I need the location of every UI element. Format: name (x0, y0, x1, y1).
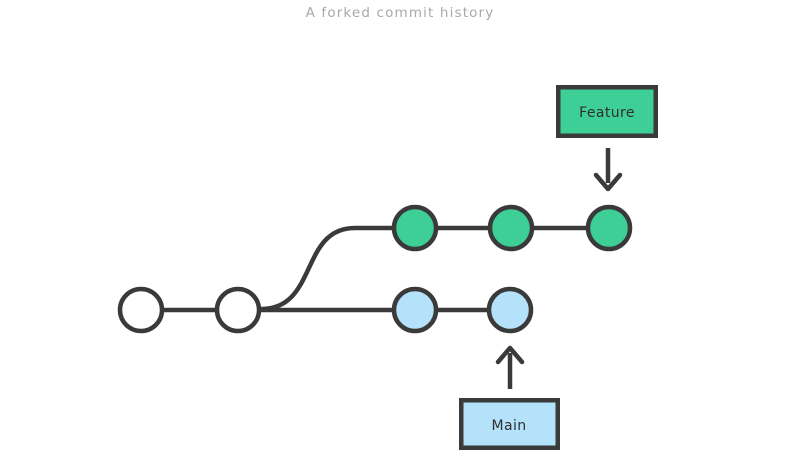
feature-label-box[interactable] (556, 85, 658, 138)
main-branch-commits (117, 286, 534, 334)
commit-node-main-2[interactable] (486, 286, 534, 334)
main-label-text: Main (491, 418, 526, 434)
main-label-box[interactable] (459, 398, 560, 450)
feature-label-text: Feature (579, 105, 635, 121)
commit-node-main-1[interactable] (391, 286, 439, 334)
main-pointer-arrow-icon (495, 345, 525, 389)
edge-group (160, 225, 590, 313)
edge-fork-curve (259, 225, 399, 312)
main-label-group[interactable]: Main (459, 398, 560, 450)
feature-pointer-arrow-icon (593, 148, 623, 192)
feature-branch-commits (391, 204, 633, 252)
commit-node-feature-1[interactable] (391, 204, 439, 252)
commit-node-base-1[interactable] (117, 286, 165, 334)
commit-node-feature-3[interactable] (585, 204, 633, 252)
commit-node-feature-2[interactable] (487, 204, 535, 252)
diagram-title: A forked commit history (305, 5, 495, 21)
feature-label-group[interactable]: Feature (556, 85, 658, 138)
commit-node-base-2[interactable] (214, 286, 262, 334)
